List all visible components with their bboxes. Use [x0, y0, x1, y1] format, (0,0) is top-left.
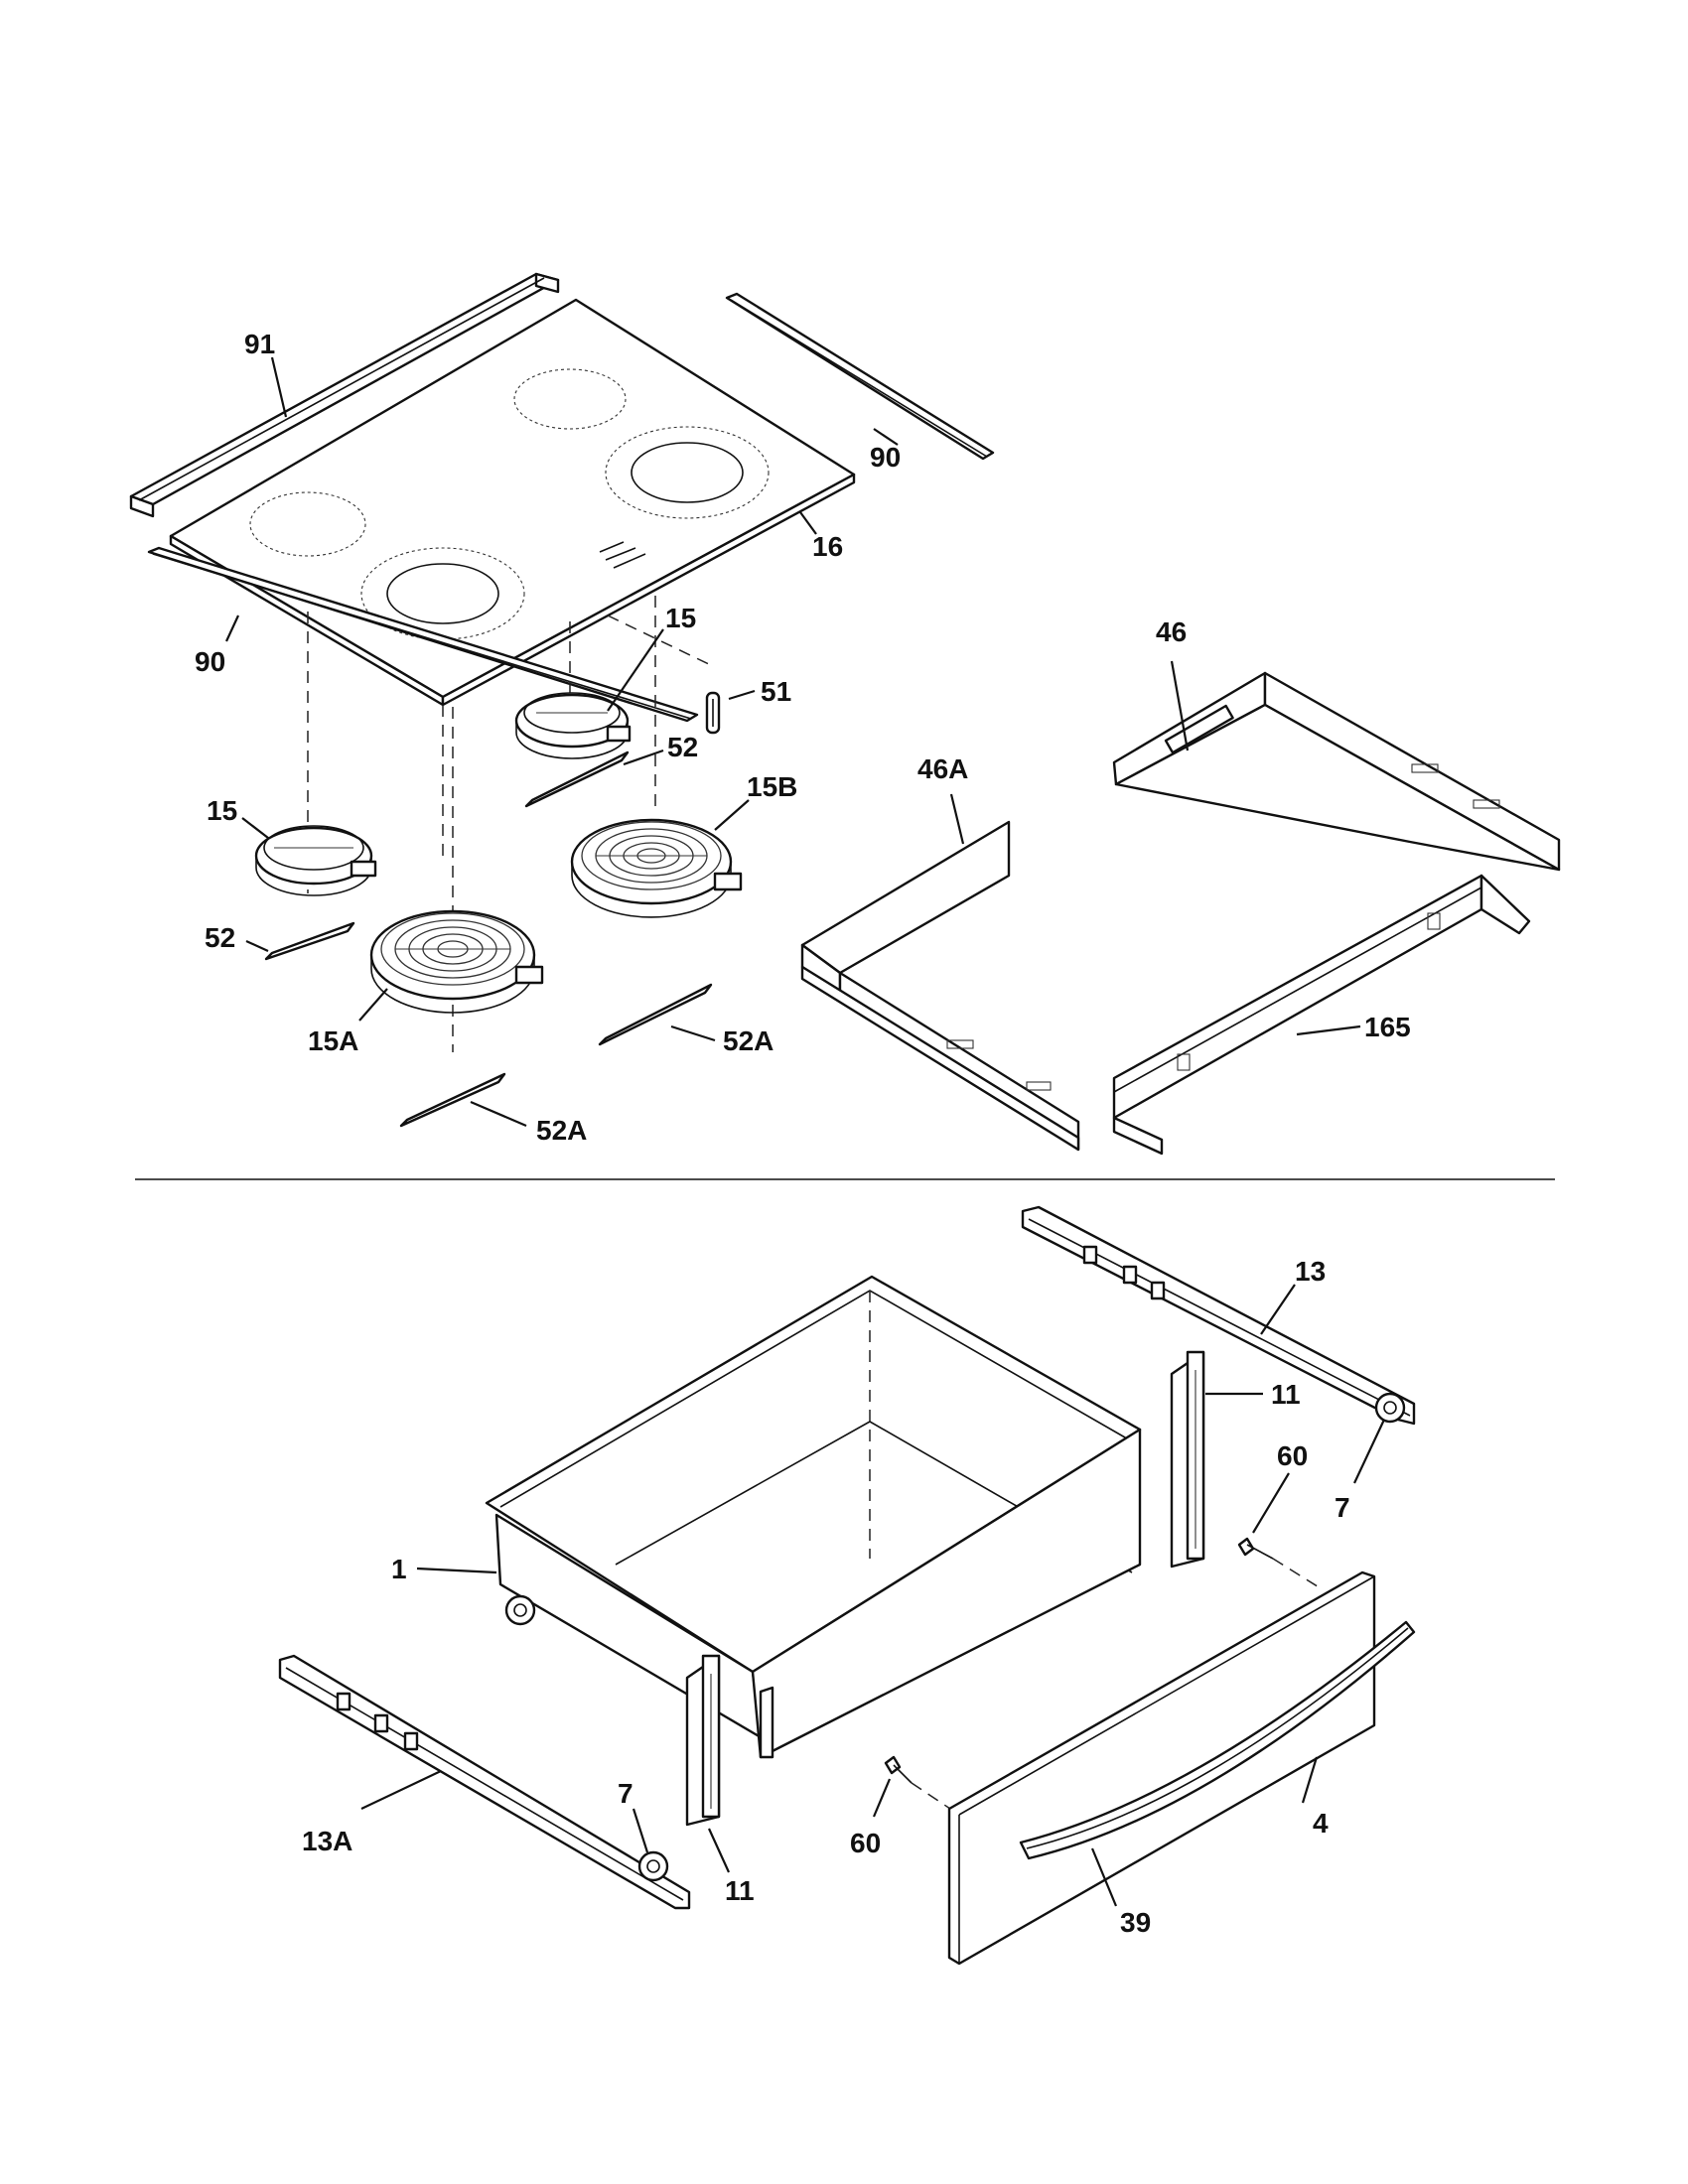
part-91-rear-trim: [129, 272, 560, 518]
part-60-screw-right: [1237, 1537, 1274, 1560]
callout-15-right: 15: [665, 603, 696, 633]
callout-60-left: 60: [850, 1828, 881, 1858]
callout-11-right: 11: [1271, 1379, 1301, 1410]
part-90-front-trim: [147, 546, 699, 723]
callout-4: 4: [1313, 1808, 1329, 1839]
callout-7-right: 7: [1335, 1492, 1350, 1523]
part-15b-dual-element: [570, 818, 743, 918]
callout-165: 165: [1364, 1012, 1411, 1042]
part-60-screw-left: [884, 1755, 913, 1784]
callouts-bottom: 13 11 60 7 1 4 60 39 7 11 13A: [302, 1256, 1385, 1938]
part-1-drawer-body: [485, 1275, 1142, 1759]
part-52-strap-left: [264, 921, 355, 961]
callout-90-front: 90: [195, 646, 225, 677]
callout-46a: 46A: [917, 753, 968, 784]
part-52a-strap-right: [598, 983, 713, 1046]
callout-46: 46: [1156, 616, 1187, 647]
callout-51: 51: [761, 676, 791, 707]
callout-60-right: 60: [1277, 1440, 1308, 1471]
part-15-radiant-element-right: [514, 692, 632, 759]
callout-11-left: 11: [725, 1875, 755, 1906]
callout-15b: 15B: [747, 771, 797, 802]
part-52-strap-right: [524, 751, 630, 808]
part-4-drawer-front: [947, 1570, 1376, 1966]
part-46-frame-rear: [1112, 671, 1561, 872]
callout-52a-bottom: 52A: [536, 1115, 587, 1146]
callout-52-right: 52: [667, 732, 698, 762]
part-15a-dual-element: [369, 909, 544, 1014]
callout-16: 16: [812, 531, 843, 562]
part-11-bracket-right: [1170, 1350, 1205, 1569]
part-7-roller-left: [637, 1850, 669, 1882]
callout-13: 13: [1295, 1256, 1326, 1287]
callout-15-left: 15: [207, 795, 237, 826]
callout-15a: 15A: [308, 1025, 358, 1056]
part-165-bracket: [1112, 874, 1531, 1156]
part-51-limiter: [705, 691, 721, 735]
part-39-handle: [1019, 1620, 1416, 1860]
part-7-roller-right: [1374, 1392, 1406, 1424]
callout-52-left: 52: [205, 922, 235, 953]
part-52a-strap-bottom: [399, 1072, 506, 1128]
assembly-line-screw-right: [1272, 1558, 1322, 1589]
callout-13a: 13A: [302, 1826, 352, 1856]
callout-91: 91: [244, 329, 275, 359]
part-46a-frame-left: [800, 820, 1080, 1152]
part-13-rail-right: [1021, 1205, 1416, 1426]
part-11-bracket-left: [685, 1654, 721, 1827]
callouts-top: 91 90 16 90 15 51 52 15 15B 52 15A 52A 5…: [195, 329, 1411, 1146]
part-90-right-trim: [725, 292, 995, 461]
callout-1: 1: [391, 1554, 407, 1584]
part-15-radiant-element-left: [254, 825, 377, 896]
callout-7-left: 7: [618, 1778, 633, 1809]
part-13a-rail-left: [278, 1654, 691, 1910]
callout-90-right: 90: [870, 442, 901, 473]
callout-52a-right: 52A: [723, 1025, 774, 1056]
callout-39: 39: [1120, 1907, 1151, 1938]
